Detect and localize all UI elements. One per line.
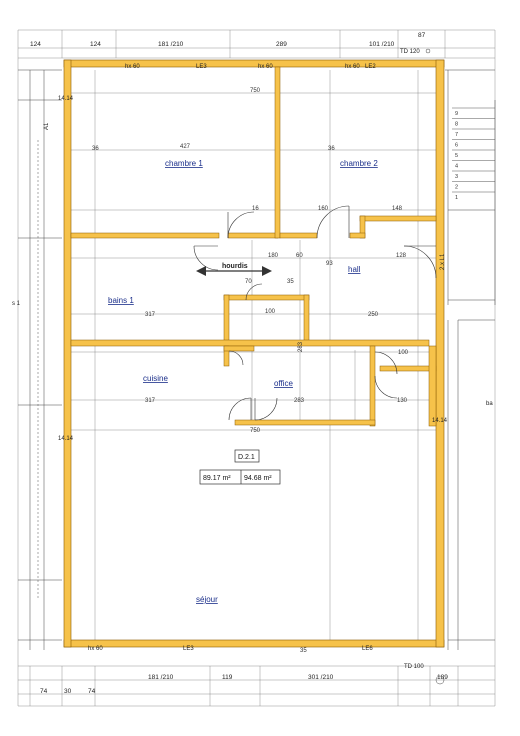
side-marks: 14.14 14.14 14.14 s 1 A1 ba 2.x L1 <box>12 96 493 442</box>
dim-ch1-width: 427 <box>180 144 191 150</box>
dim-office-w: 283 <box>294 398 305 404</box>
top-dim-3: 181 /210 <box>158 41 184 48</box>
dim-60: 60 <box>296 253 303 259</box>
top-dim-1: 124 <box>30 41 41 48</box>
dim-93: 93 <box>326 261 333 267</box>
dim-cuisine-w: 317 <box>145 398 156 404</box>
window-label: hx 60 <box>88 646 103 652</box>
wall-code: LE3 <box>183 646 194 652</box>
dim-128: 128 <box>396 253 407 259</box>
dim-right-100: 100 <box>398 350 409 356</box>
right-label: ba <box>486 401 493 407</box>
wall-code: LE6 <box>362 646 373 652</box>
unit-code: D.2.1 <box>238 454 255 461</box>
dim-180: 180 <box>268 253 279 259</box>
dim-office-w2: 130 <box>397 398 408 404</box>
left-neighbour <box>18 69 62 650</box>
interior-walls <box>70 66 437 427</box>
hourdis-arrows <box>196 266 272 276</box>
hourdis-label: hourdis <box>222 263 248 270</box>
stair-step-number: 9 <box>455 111 458 117</box>
top-dimension-labels: 124 124 181 /210 289 101 /210 87 TD 120 <box>30 32 431 55</box>
wall-codes: hx 60 LE3 hx 60 hx 60 LE2 hx 60 LE3 LE6 <box>88 64 376 652</box>
room-office: office <box>274 379 294 388</box>
dim-16: 16 <box>252 206 259 212</box>
window-label: hx 60 <box>258 64 273 70</box>
bottom-dim-2: 30 <box>64 688 72 695</box>
room-cuisine: cuisine <box>143 374 168 383</box>
top-dim-2: 124 <box>90 41 101 48</box>
stair-step-number: 5 <box>455 153 458 159</box>
unit-info: D.2.1 89.17 m² 94.68 m² <box>199 449 281 485</box>
room-bains-1: bains 1 <box>108 296 134 305</box>
bottom-right-code: TD 100 <box>404 664 424 670</box>
dim-70: 70 <box>245 279 252 285</box>
dim-overall-width: 750 <box>250 88 261 94</box>
dim-ch2-w: 160 <box>318 206 329 212</box>
top-dim-4: 289 <box>276 41 287 48</box>
bottom-dim-7: 189 <box>437 674 448 681</box>
dim-overall-width-2: 750 <box>250 428 261 434</box>
dim-bains-w2: 100 <box>265 309 276 315</box>
interior-dimensions: 750 427 36 36 16 160 148 180 93 60 128 7… <box>92 88 409 654</box>
top-right-code: TD 120 <box>400 49 420 55</box>
dim-hall-w: 250 <box>368 312 379 318</box>
staircase: 9 8 7 6 5 4 3 2 1 <box>452 107 495 201</box>
side-mark: 14.14 <box>58 436 74 442</box>
exterior-walls <box>63 59 445 648</box>
stair-step-number: 2 <box>455 185 458 191</box>
window-label: hx 60 <box>125 64 140 70</box>
room-hall: hall <box>348 265 361 274</box>
stair-step-number: 3 <box>455 174 458 180</box>
stair-step-number: 1 <box>455 195 458 201</box>
dim-35-bottom: 35 <box>300 648 307 654</box>
dim-ch1-h: 36 <box>92 146 99 152</box>
top-dim-5: 101 /210 <box>369 41 395 48</box>
bottom-dim-4: 181 /210 <box>148 674 174 681</box>
left-label: A1 <box>44 122 50 130</box>
room-sejour: séjour <box>196 595 218 604</box>
dim-35: 35 <box>287 279 294 285</box>
right-column-label: 2.x L1 <box>440 253 446 270</box>
side-mark: 14.14 <box>58 96 74 102</box>
wall-code: LE2 <box>365 64 376 70</box>
room-chambre-1: chambre 1 <box>165 159 203 168</box>
left-label: s 1 <box>12 301 21 307</box>
unit-area-1: 89.17 m² <box>203 475 231 482</box>
window-label: hx 60 <box>345 64 360 70</box>
dimension-lines <box>70 70 440 640</box>
bottom-dimension-labels: TD 100 74 30 74 181 /210 119 301 /210 18… <box>40 664 448 695</box>
dim-283: 283 <box>298 341 304 352</box>
stair-step-number: 6 <box>455 143 458 149</box>
dim-bains-w: 317 <box>145 312 156 318</box>
room-labels: chambre 1 chambre 2 hall bains 1 cuisine… <box>108 159 378 604</box>
side-mark: 14.14 <box>432 418 448 424</box>
bottom-dim-1: 74 <box>40 688 48 695</box>
stair-step-number: 8 <box>455 122 458 128</box>
room-chambre-2: chambre 2 <box>340 159 378 168</box>
doors <box>193 205 437 421</box>
wall-code: LE3 <box>196 64 207 70</box>
unit-area-2: 94.68 m² <box>244 475 272 482</box>
stair-step-number: 7 <box>455 132 458 138</box>
bottom-dim-3: 74 <box>88 688 96 695</box>
dim-ch2-w2: 148 <box>392 206 403 212</box>
right-neighbour <box>445 69 496 650</box>
bottom-dim-5: 119 <box>222 674 233 681</box>
bottom-dim-6: 301 /210 <box>308 674 334 681</box>
stair-step-number: 4 <box>455 164 458 170</box>
dim-ch2-h: 36 <box>328 146 335 152</box>
top-dim-6: 87 <box>418 32 426 39</box>
